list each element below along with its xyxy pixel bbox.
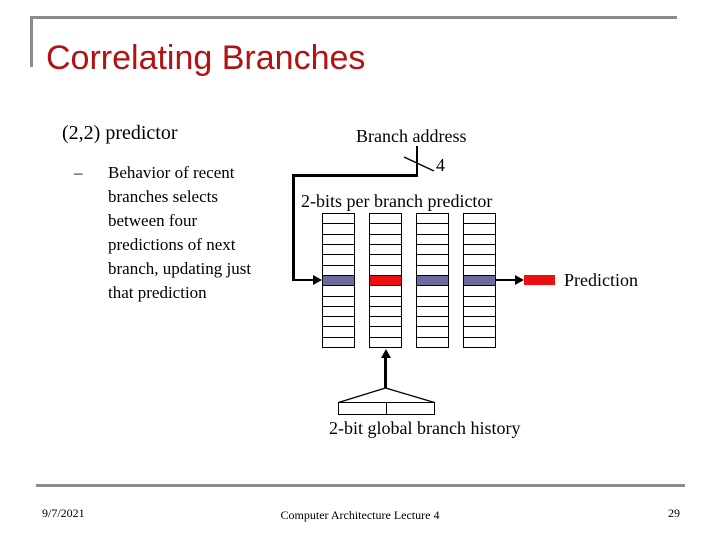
selected-predictor-entry [323, 275, 354, 287]
selector-funnel-right-edge [385, 387, 435, 404]
bullet-line: branches selects [108, 187, 218, 206]
predictor-entry [323, 307, 354, 318]
predictor-entry [323, 245, 354, 256]
predictor-entry [323, 338, 354, 347]
predictor-entry [370, 327, 401, 338]
bullet-line: branch, updating just [108, 259, 252, 278]
predictor-entry [370, 297, 401, 307]
selected-predictor-entry [370, 275, 401, 287]
predictor-entry [370, 266, 401, 276]
prediction-arrowhead-icon [515, 275, 524, 285]
predictor-entry [370, 286, 401, 297]
predictor-entry [370, 224, 401, 235]
selected-predictor-entry [464, 275, 495, 287]
predictor-entry [370, 317, 401, 328]
predictor-entry [464, 224, 495, 235]
predictor-table-2 [369, 213, 402, 348]
history-bit-cell [339, 403, 386, 414]
predictor-entry [417, 255, 448, 266]
predictor-entry [323, 327, 354, 338]
predictor-entry [370, 307, 401, 318]
predictor-entry [464, 245, 495, 256]
predictor-entry [323, 317, 354, 328]
predictor-entry [323, 286, 354, 297]
predictor-entry [417, 266, 448, 276]
prediction-label: Prediction [564, 270, 638, 290]
predictor-entry [417, 297, 448, 307]
predictor-entry [464, 317, 495, 328]
predictor-entry [464, 297, 495, 307]
predictor-entry [417, 235, 448, 245]
bullet-line: predictions of next [108, 235, 236, 254]
predictor-entry [417, 317, 448, 328]
address-bus-horizontal-line [292, 174, 418, 177]
top-rule [30, 16, 677, 19]
selector-funnel-left-edge [338, 387, 386, 404]
predictor-table-1 [322, 213, 355, 348]
predictor-entry [417, 307, 448, 318]
predictor-entry [464, 214, 495, 225]
predictor-entry [417, 327, 448, 338]
predictor-entry [464, 255, 495, 266]
predictor-entry [464, 307, 495, 318]
branch-address-label: Branch address [356, 126, 467, 146]
predictor-entry [323, 214, 354, 225]
footer-rule [36, 484, 685, 487]
predictor-table-4 [463, 213, 496, 348]
selected-predictor-entry [417, 275, 448, 287]
footer-page-number: 29 [668, 506, 680, 520]
predictor-entry [323, 297, 354, 307]
predictor-entry [417, 245, 448, 256]
history-label: 2-bit global branch history [329, 418, 521, 438]
predictor-entry [370, 245, 401, 256]
bullet-line: that prediction [108, 283, 207, 302]
row-select-arrowhead-icon [313, 275, 322, 285]
bullet-line: between four [108, 211, 198, 230]
bus-width-label: 4 [436, 155, 445, 175]
predictor-table-3 [416, 213, 449, 348]
predictor-entry [464, 286, 495, 297]
predictor-entry [464, 327, 495, 338]
bus-width-slash [403, 156, 435, 172]
predictor-entry [370, 255, 401, 266]
predictor-entry [417, 338, 448, 347]
bullet-marker: – [74, 163, 83, 182]
predictor-heading: (2,2) predictor [62, 122, 178, 144]
predictor-entry [464, 338, 495, 347]
left-accent-rule [30, 16, 33, 67]
predictor-entry [323, 266, 354, 276]
prediction-arrow-line [496, 279, 516, 281]
prediction-box [524, 275, 555, 285]
footer-date: 9/7/2021 [42, 506, 85, 520]
predictor-entry [323, 235, 354, 245]
predictor-entry [464, 266, 495, 276]
row-select-arrow-line [294, 279, 314, 281]
predictor-entry [370, 214, 401, 225]
slide-title: Correlating Branches [46, 39, 366, 77]
history-arrowhead-icon [381, 349, 391, 358]
predictor-entry [417, 214, 448, 225]
bullet-text: Behavior of recent branches selects betw… [108, 161, 251, 305]
address-bus-vertical-line [292, 174, 295, 281]
predictor-entry [417, 286, 448, 297]
history-bit-cell [386, 403, 434, 414]
history-arrow-line [384, 356, 387, 388]
footer-course: Computer Architecture Lecture 4 [280, 508, 440, 522]
predictor-entry [370, 235, 401, 245]
predictor-entry [464, 235, 495, 245]
predictor-entry [323, 224, 354, 235]
predictor-entry [417, 224, 448, 235]
predictor-entry [323, 255, 354, 266]
bullet-line: Behavior of recent [108, 163, 235, 182]
history-register [338, 402, 435, 415]
predictor-entry [370, 338, 401, 347]
predictor-array-label: 2-bits per branch predictor [301, 191, 493, 211]
